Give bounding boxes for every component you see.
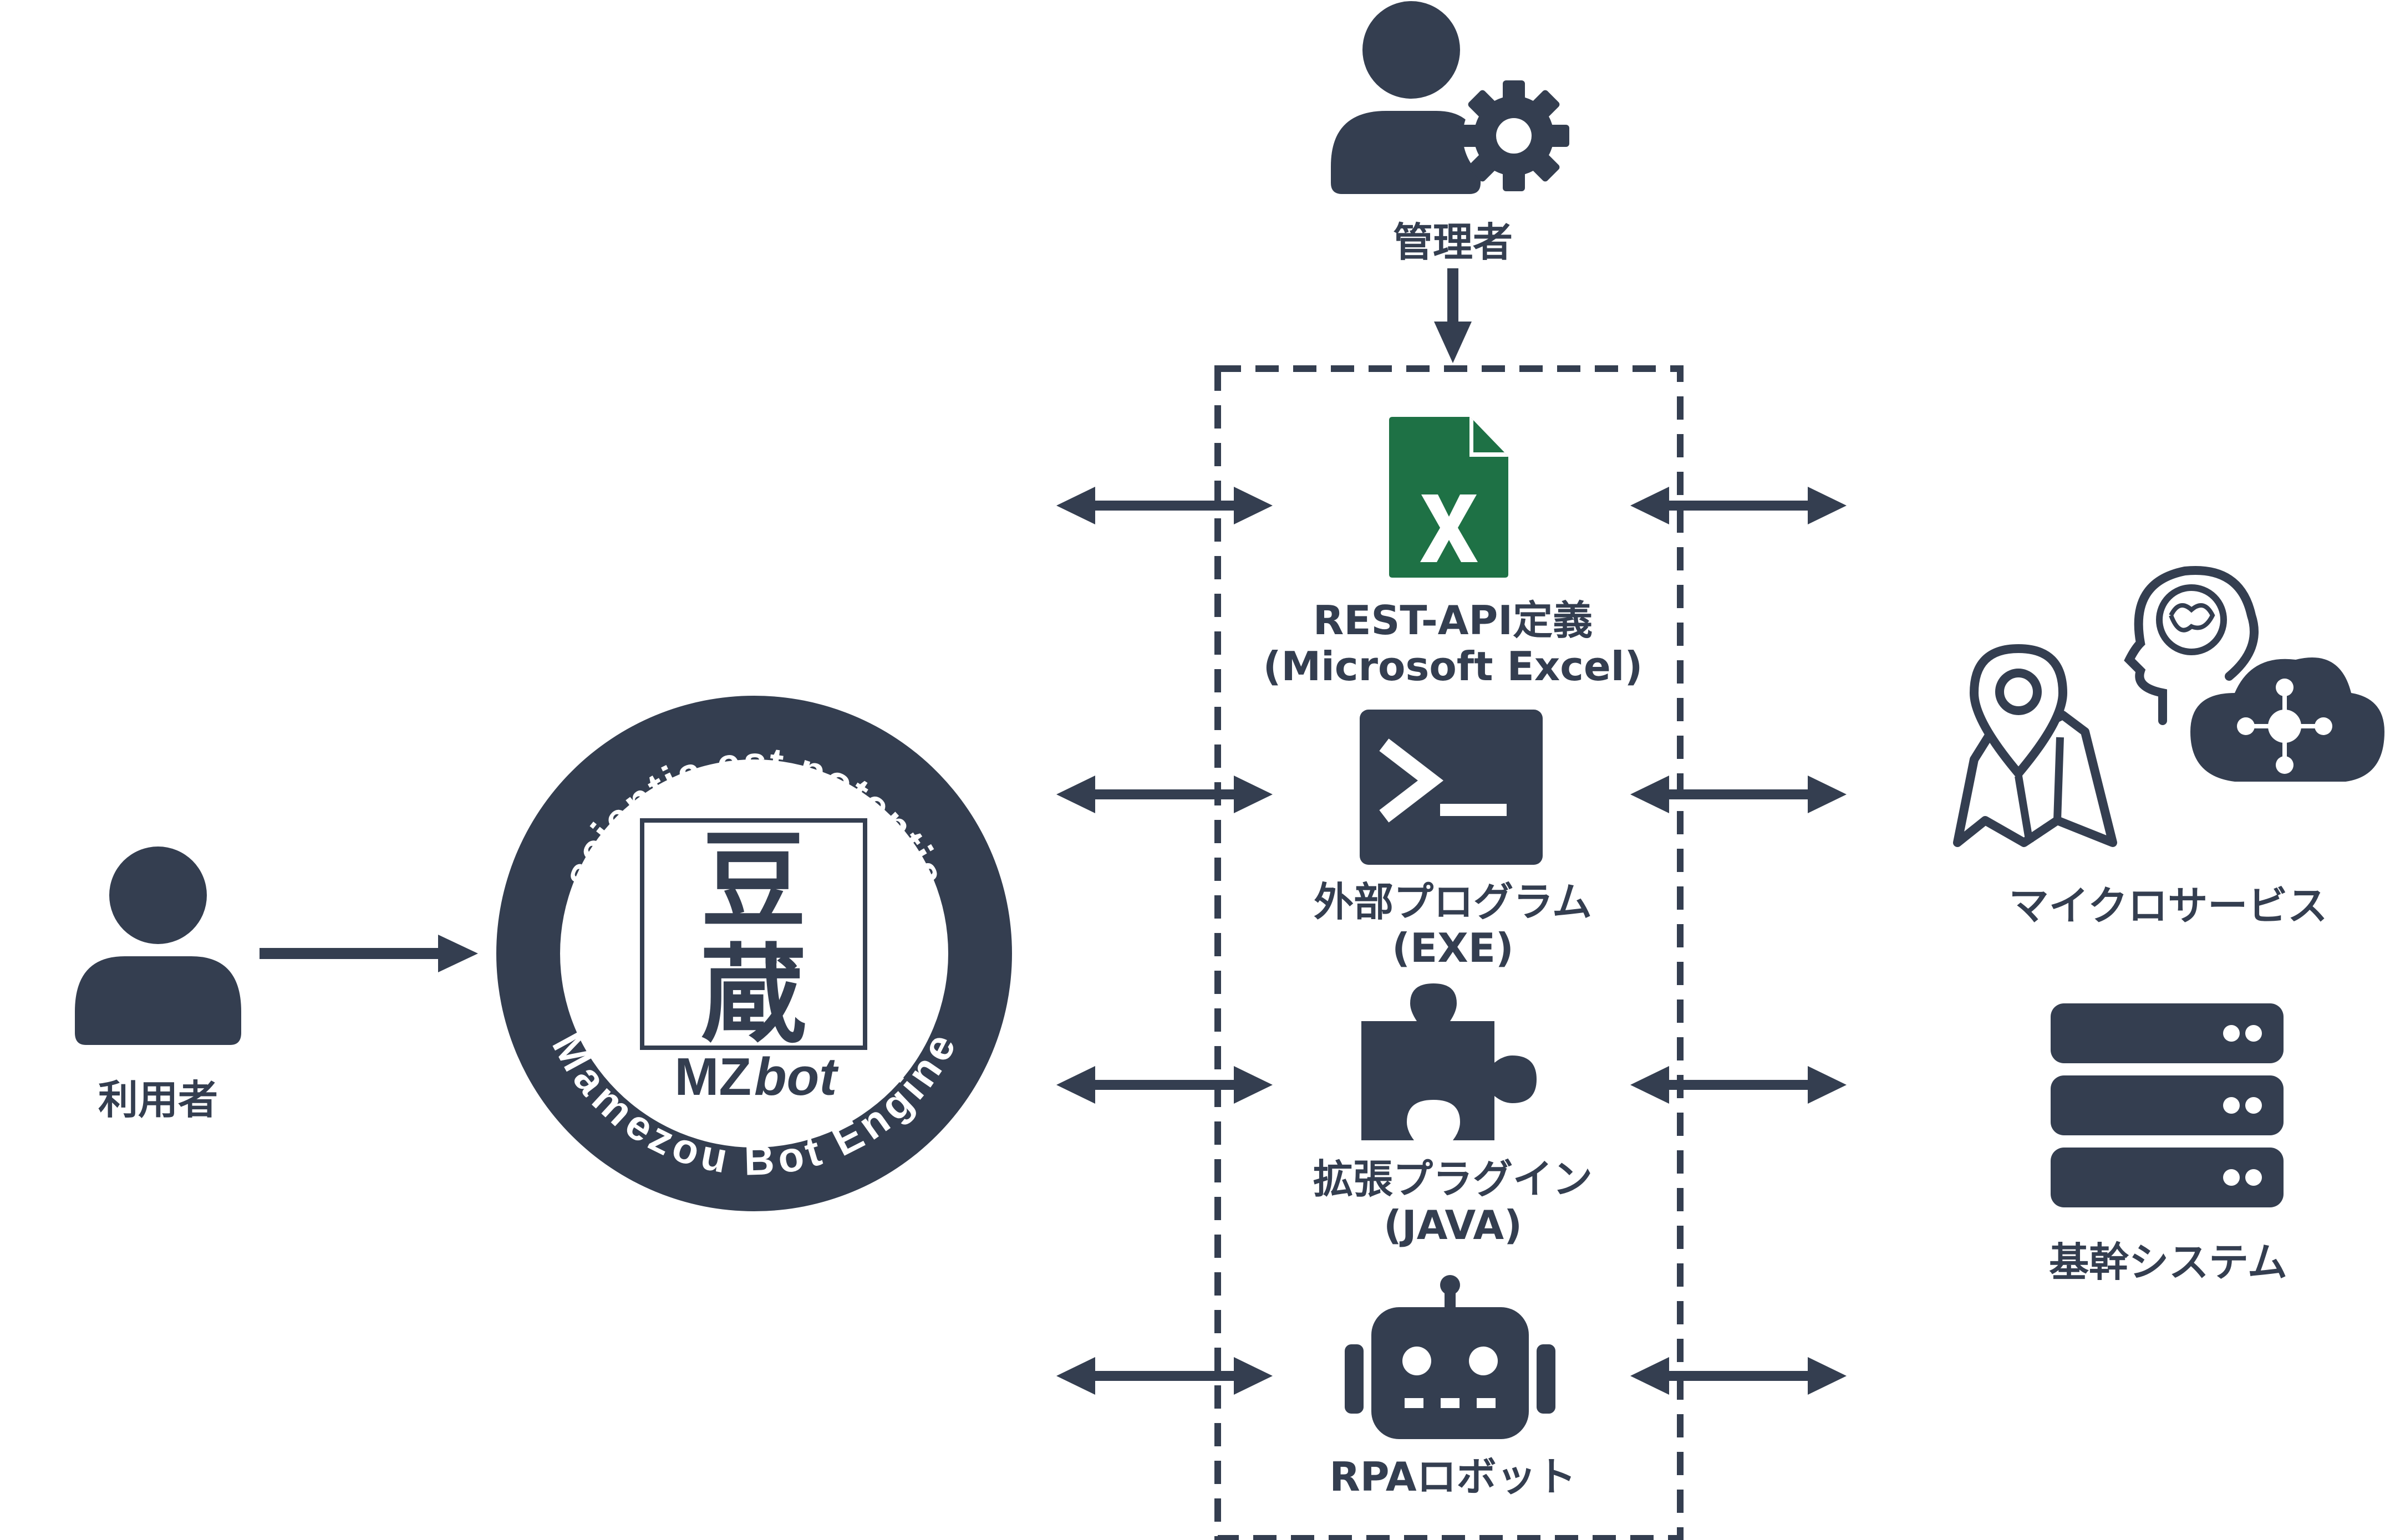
arrow-user-to-engine	[260, 935, 478, 972]
logo-mz: MZ	[674, 1047, 751, 1106]
map-pin-icon	[1953, 644, 2117, 847]
arrow-admin-to-box	[1434, 268, 1472, 363]
mzbot-logo: scientia est potentia Mamezou Bot Engine…	[496, 696, 1012, 1211]
component-3-line2: (JAVA)	[1384, 1202, 1522, 1248]
component-1-line2: (Microsoft Excel)	[1263, 643, 1643, 690]
core-systems-label: 基幹システム	[2049, 1239, 2287, 1286]
admin-label: 管理者	[1392, 219, 1513, 266]
terminal-icon	[1360, 710, 1543, 865]
component-2-line2: (EXE)	[1392, 925, 1514, 971]
logo-kanji-1: 豆	[701, 820, 806, 942]
microservices-label: マイクロサービス	[2008, 883, 2328, 929]
component-3-line1: 拡張プラグイン	[1313, 1156, 1593, 1202]
component-2-line1: 外部プログラム	[1314, 879, 1592, 925]
component-group-box	[1214, 365, 1684, 1540]
puzzle-piece-icon	[1361, 983, 1537, 1140]
server-stack-icon	[2051, 1003, 2284, 1207]
arrow-right-row2	[1630, 776, 1847, 813]
arrow-right-row1	[1630, 487, 1847, 524]
robot-icon	[1345, 1275, 1555, 1439]
arrow-left-row2	[1056, 776, 1273, 813]
ai-head-icon	[2124, 566, 2259, 725]
user-label: 利用者	[98, 1077, 218, 1123]
component-4-line1: RPAロボット	[1329, 1454, 1577, 1500]
microservices-icon-group	[1953, 566, 2384, 847]
arrow-left-row4	[1056, 1357, 1273, 1395]
user-icon	[75, 847, 241, 1045]
logo-bot: bot	[754, 1047, 839, 1106]
arrow-right-row3	[1630, 1066, 1847, 1104]
arrow-left-row1	[1056, 487, 1273, 524]
cloud-network-icon	[2190, 657, 2384, 782]
arrow-left-row3	[1056, 1066, 1273, 1104]
logo-kanji-2: 蔵	[701, 934, 806, 1056]
excel-file-icon	[1389, 417, 1508, 578]
logo-stamp-frame	[640, 818, 867, 1050]
component-1-line1: REST-API定義	[1313, 597, 1593, 644]
arrow-right-row4	[1630, 1357, 1847, 1395]
user-gear-icon	[1331, 1, 1569, 194]
